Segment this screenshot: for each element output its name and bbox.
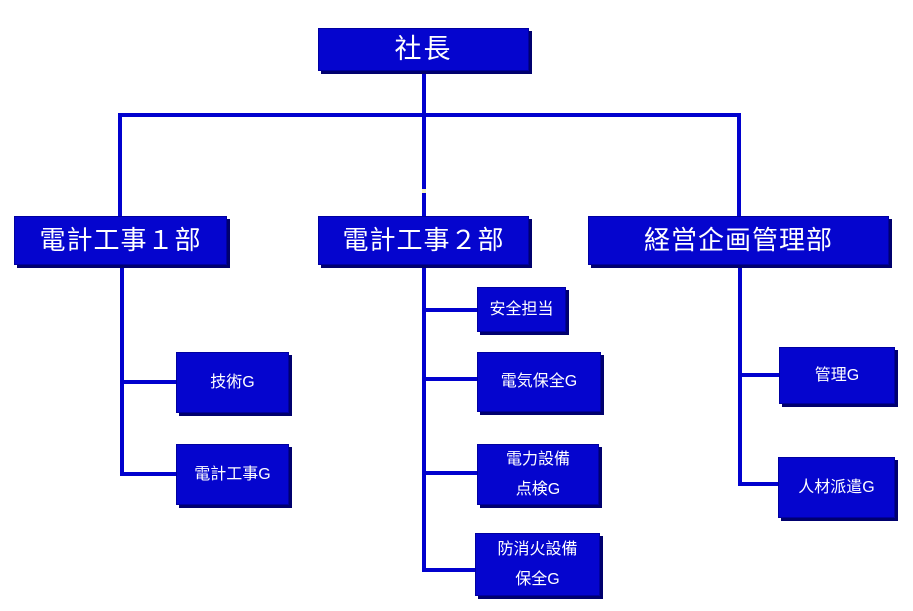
connector-dept2-trunk <box>422 265 426 572</box>
connector-president-drop <box>422 71 426 116</box>
connector-stub-denki-hozen <box>422 377 477 381</box>
org-node-president: 社長 <box>318 28 529 71</box>
connector-stub-jinzai <box>738 482 778 486</box>
org-node-dept-denkei-kouji-1: 電計工事１部 <box>14 216 227 265</box>
connector-stub-gijutsu <box>120 380 176 384</box>
connector-dept2-drop-lower <box>422 193 426 216</box>
connector-stub-bousyouka <box>422 568 475 572</box>
org-node-gijutsu-group: 技術G <box>176 352 289 413</box>
org-node-denki-hozen-group: 電気保全G <box>477 352 601 412</box>
org-node-anzen-tantou: 安全担当 <box>477 287 566 332</box>
org-node-bousyouka-setsubi-hozen-group: 防消火設備 保全G <box>475 533 600 596</box>
connector-stub-kanri <box>738 373 779 377</box>
connector-dept1-trunk <box>120 265 124 476</box>
org-node-dept-denkei-kouji-2: 電計工事２部 <box>318 216 529 265</box>
connector-dept1-drop <box>118 113 122 216</box>
org-node-denkei-kouji-group: 電計工事G <box>176 444 289 505</box>
org-node-dept-keiei-kikaku-kanri: 経営企画管理部 <box>588 216 889 265</box>
connector-stub-denkei-g <box>120 472 176 476</box>
org-node-denryoku-setsubi-tenken-group: 電力設備 点検G <box>477 444 599 505</box>
org-node-kanri-group: 管理G <box>779 347 895 404</box>
connector-stub-anzen <box>422 308 477 312</box>
connector-gap-artifact <box>422 189 426 193</box>
connector-stub-denryoku <box>422 471 477 475</box>
connector-dept3-drop <box>737 113 741 216</box>
connector-main-rail <box>118 113 741 117</box>
connector-dept2-drop-upper <box>422 113 426 189</box>
org-node-jinzai-haken-group: 人材派遣G <box>778 457 895 518</box>
